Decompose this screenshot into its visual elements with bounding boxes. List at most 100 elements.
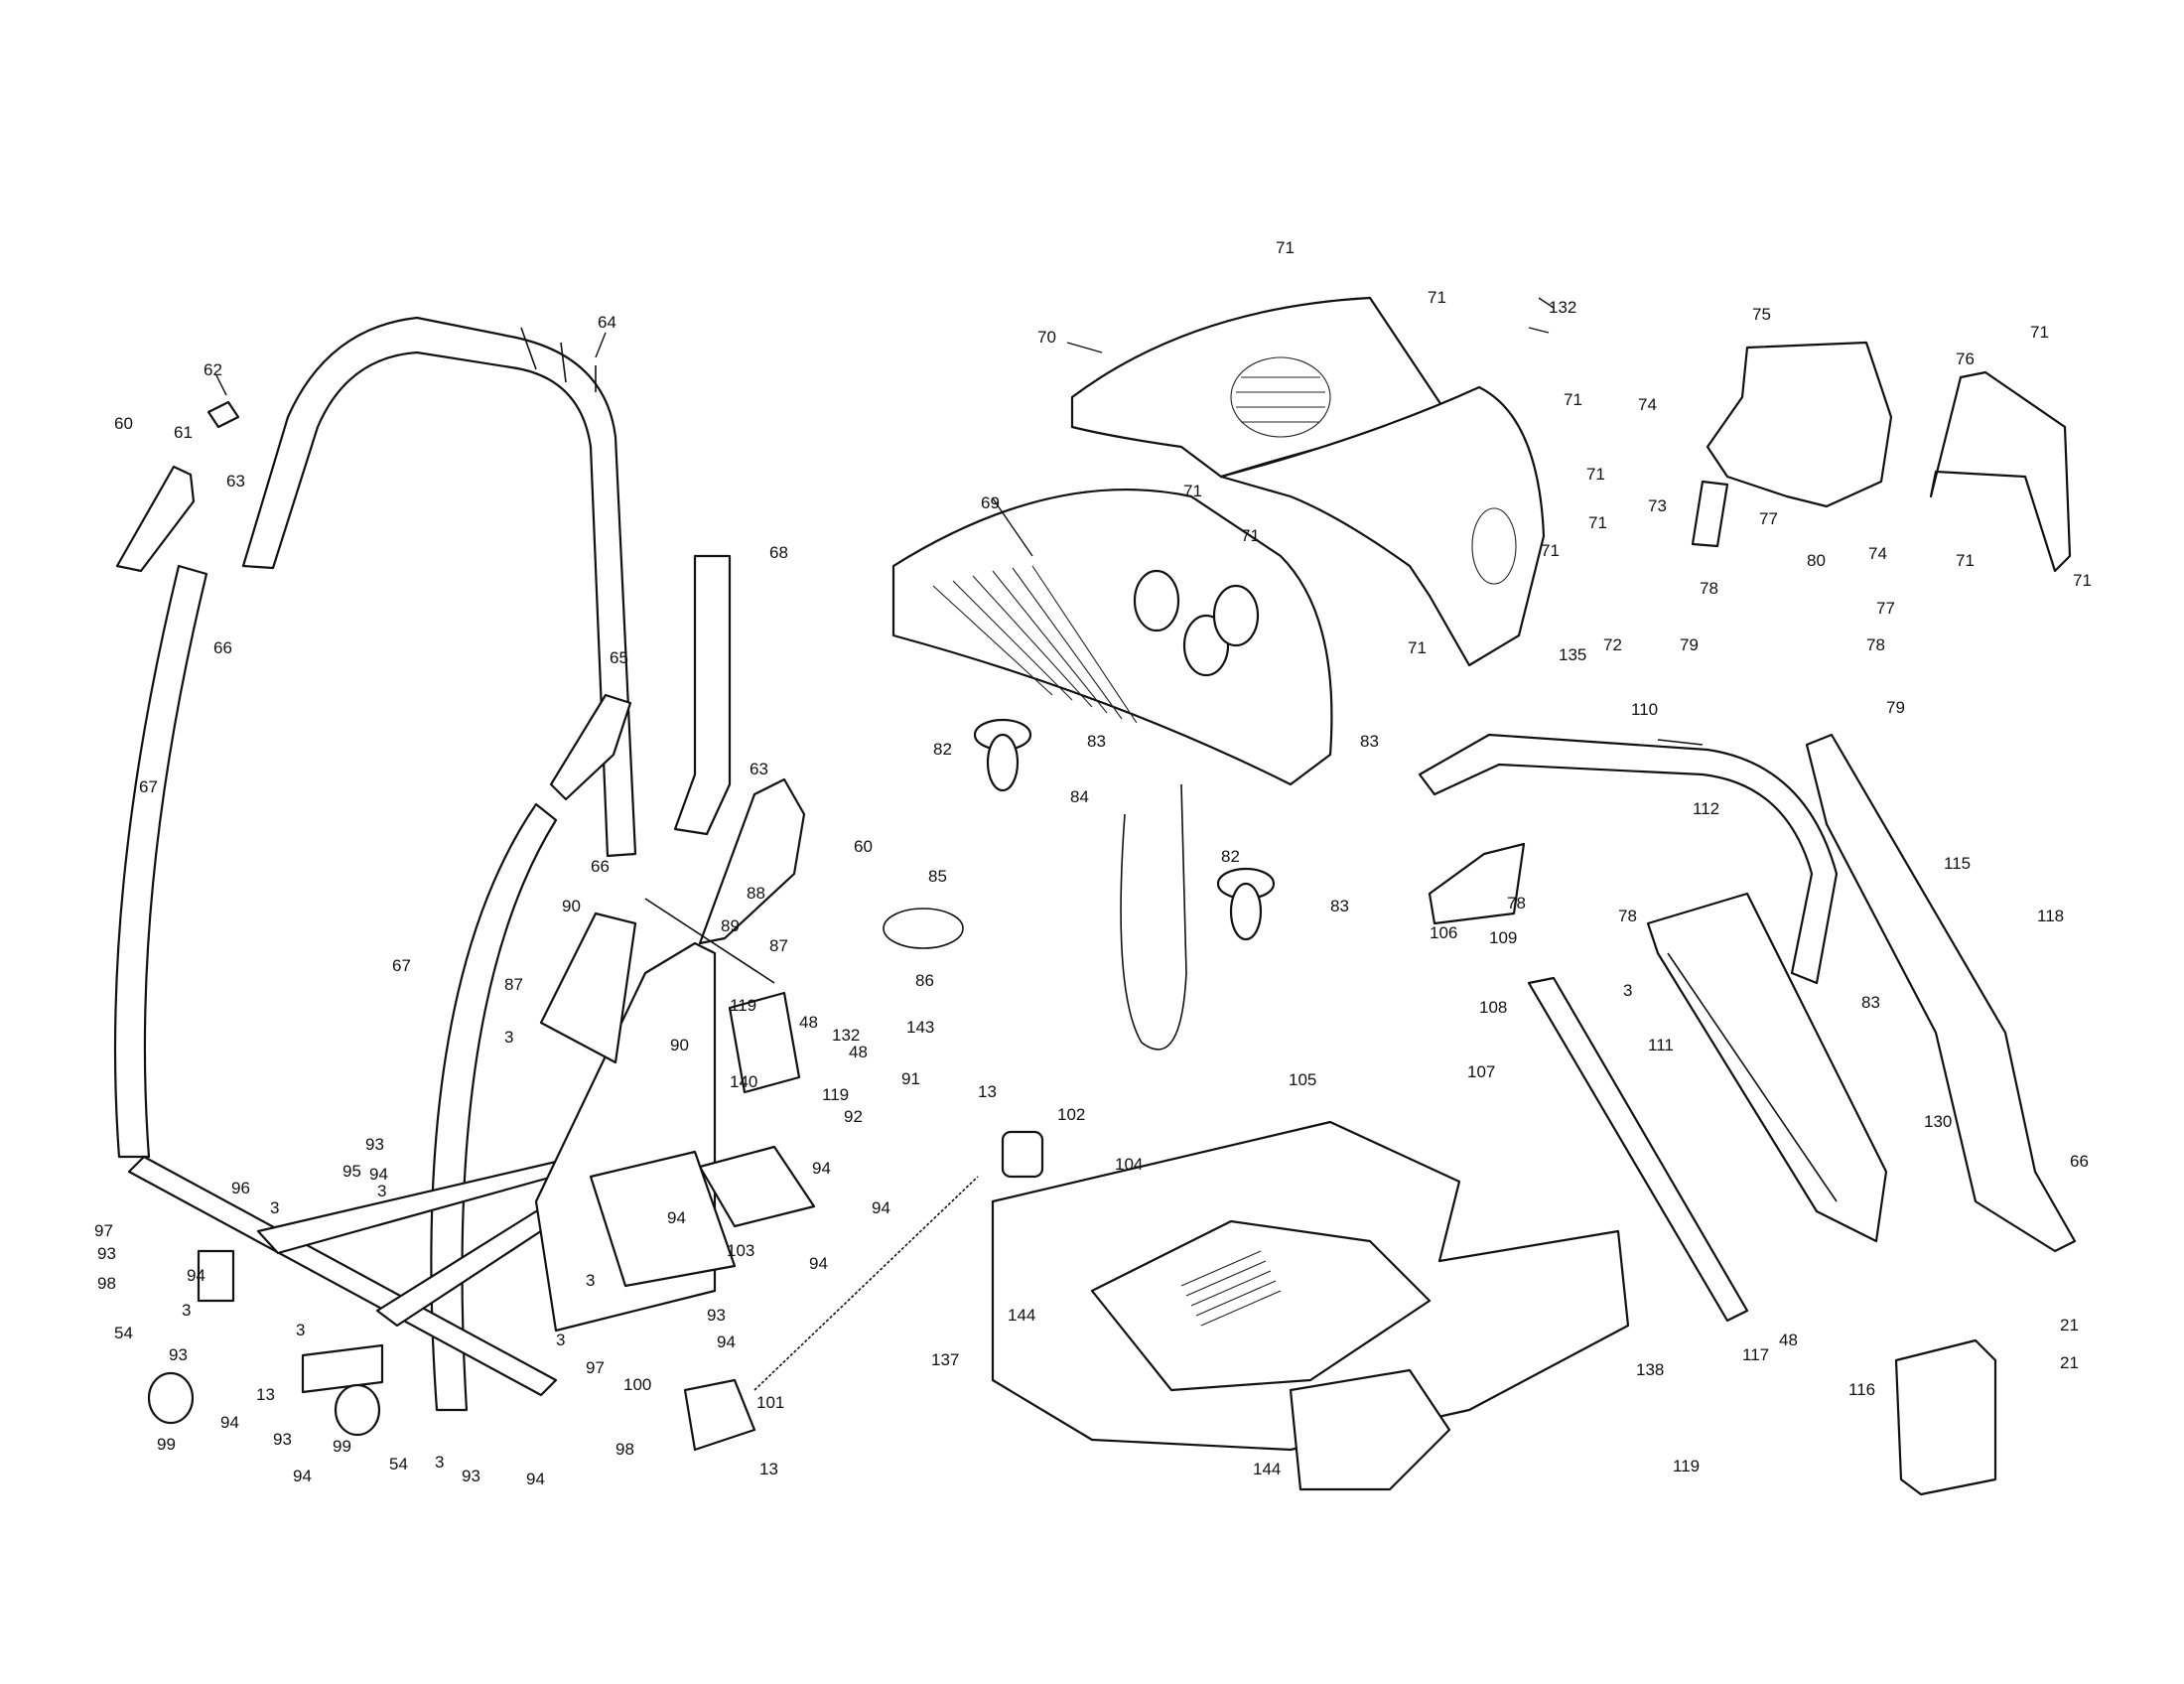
label-71-c: 71 bbox=[1588, 513, 1607, 532]
label-132: 132 bbox=[1549, 298, 1576, 317]
label-68: 68 bbox=[769, 543, 788, 562]
label-3-d: 3 bbox=[182, 1301, 191, 1320]
label-60-right: 60 bbox=[854, 837, 873, 856]
label-113: 116 bbox=[1848, 1380, 1875, 1399]
label-93-c: 93 bbox=[707, 1306, 726, 1325]
label-102: 102 bbox=[1057, 1105, 1085, 1124]
label-98-left: 98 bbox=[97, 1274, 116, 1293]
label-80-right: 79 bbox=[1886, 698, 1905, 717]
label-130: 118 bbox=[2037, 907, 2064, 925]
label-60-left: 60 bbox=[114, 414, 133, 433]
label-93-d: 93 bbox=[169, 1345, 188, 1364]
label-143: 143 bbox=[906, 1018, 934, 1037]
label-3-g: 3 bbox=[556, 1331, 565, 1349]
label-63-upper: 63 bbox=[226, 472, 245, 491]
label-144-left: 144 bbox=[1008, 1306, 1035, 1325]
label-3-a: 3 bbox=[504, 1028, 513, 1047]
label-106: 106 bbox=[1430, 923, 1457, 942]
label-63-lower: 63 bbox=[750, 760, 768, 778]
side-handrail-110 bbox=[1418, 733, 1839, 985]
incline-motor-101 bbox=[683, 1130, 1044, 1452]
label-87-right: 87 bbox=[769, 936, 788, 955]
upright-post-112 bbox=[1646, 892, 1888, 1243]
cable-84 bbox=[1120, 783, 1187, 1051]
label-97-right: 97 bbox=[586, 1358, 605, 1377]
label-77-b: 77 bbox=[1876, 599, 1895, 618]
label-94-d: 94 bbox=[220, 1413, 239, 1432]
label-118: 130 bbox=[1924, 1112, 1952, 1131]
label-99-left: 99 bbox=[157, 1435, 176, 1454]
label-70: 70 bbox=[1037, 328, 1056, 347]
label-77-a: 77 bbox=[1759, 509, 1778, 528]
label-71-f: 71 bbox=[1541, 541, 1560, 560]
label-84: 84 bbox=[1070, 787, 1089, 806]
label-80-left: 79 bbox=[1680, 635, 1699, 654]
label-61: 61 bbox=[174, 423, 193, 442]
label-67-left: 67 bbox=[139, 777, 158, 796]
label-74-left: 74 bbox=[1638, 395, 1657, 414]
label-65: 65 bbox=[610, 648, 628, 667]
label-82-lower: 82 bbox=[1221, 847, 1240, 866]
label-112: 112 bbox=[1693, 799, 1719, 818]
label-78-d: 78 bbox=[1866, 635, 1885, 654]
leader-lines bbox=[215, 297, 1704, 746]
label-3-c: 3 bbox=[270, 1198, 279, 1217]
label-107: 107 bbox=[1467, 1062, 1495, 1081]
label-100: 100 bbox=[623, 1375, 651, 1394]
label-71-e: 71 bbox=[1241, 526, 1260, 545]
label-3-f: 3 bbox=[296, 1321, 305, 1339]
label-78-a: 78 bbox=[1507, 894, 1526, 912]
label-71-r1: 71 bbox=[2030, 323, 2049, 342]
motor-cover-113 bbox=[1894, 1338, 1997, 1496]
label-105: 105 bbox=[1289, 1070, 1316, 1089]
upright-handrail-assembly bbox=[113, 316, 732, 1412]
label-64: 64 bbox=[598, 313, 616, 332]
label-83-lower: 83 bbox=[1330, 897, 1349, 915]
label-76: 76 bbox=[1956, 350, 1975, 368]
label-94-upper: 94 bbox=[812, 1159, 831, 1178]
controller-board-103 bbox=[698, 991, 816, 1228]
label-94-b: 94 bbox=[187, 1266, 205, 1285]
label-67-mid: 67 bbox=[392, 956, 411, 975]
label-144-right: 144 bbox=[1253, 1460, 1281, 1478]
label-66-right: 66 bbox=[2070, 1152, 2089, 1171]
label-93-f: 93 bbox=[462, 1467, 480, 1485]
label-99-right: 99 bbox=[333, 1437, 351, 1456]
bracket-parts bbox=[115, 400, 806, 945]
label-103: 103 bbox=[727, 1241, 754, 1260]
label-94-e: 94 bbox=[293, 1467, 312, 1485]
label-119: 119 bbox=[1673, 1457, 1700, 1475]
label-104: 104 bbox=[1115, 1155, 1143, 1174]
label-138: 138 bbox=[1636, 1360, 1664, 1379]
label-94-c: 94 bbox=[717, 1333, 736, 1351]
label-109: 109 bbox=[1489, 928, 1517, 947]
label-78-b: 78 bbox=[1618, 907, 1637, 925]
label-71-b: 71 bbox=[1586, 465, 1605, 484]
label-94-right: 94 bbox=[872, 1198, 890, 1217]
label-48-lower: 48 bbox=[849, 1043, 868, 1061]
label-83-upper: 83 bbox=[1087, 732, 1106, 751]
label-93-a: 93 bbox=[365, 1135, 384, 1154]
label-98-right: 98 bbox=[615, 1440, 634, 1459]
label-71-g: 71 bbox=[1408, 638, 1427, 657]
upright-cover-115 bbox=[1805, 733, 2077, 1253]
label-135: 135 bbox=[1559, 645, 1586, 664]
label-94-a: 94 bbox=[369, 1165, 388, 1184]
label-72: 72 bbox=[1603, 635, 1622, 654]
base-frame bbox=[127, 1155, 573, 1397]
label-71-r2: 71 bbox=[1956, 551, 1975, 570]
label-137: 137 bbox=[931, 1350, 959, 1369]
label-3-i: 3 bbox=[1623, 981, 1632, 1000]
label-66-left: 66 bbox=[213, 638, 232, 657]
label-81-left: 83 bbox=[1360, 732, 1379, 751]
wheels bbox=[147, 1371, 381, 1437]
label-88: 88 bbox=[747, 884, 765, 903]
label-48-right: 48 bbox=[1779, 1331, 1798, 1349]
label-86: 86 bbox=[915, 971, 934, 990]
label-71-d: 71 bbox=[1183, 482, 1202, 500]
label-90-upper: 90 bbox=[562, 897, 581, 915]
label-73: 73 bbox=[1648, 496, 1667, 515]
label-82-upper: 82 bbox=[933, 740, 952, 759]
label-116-upper: 119 bbox=[730, 996, 756, 1015]
label-71-top1: 71 bbox=[1276, 238, 1295, 257]
